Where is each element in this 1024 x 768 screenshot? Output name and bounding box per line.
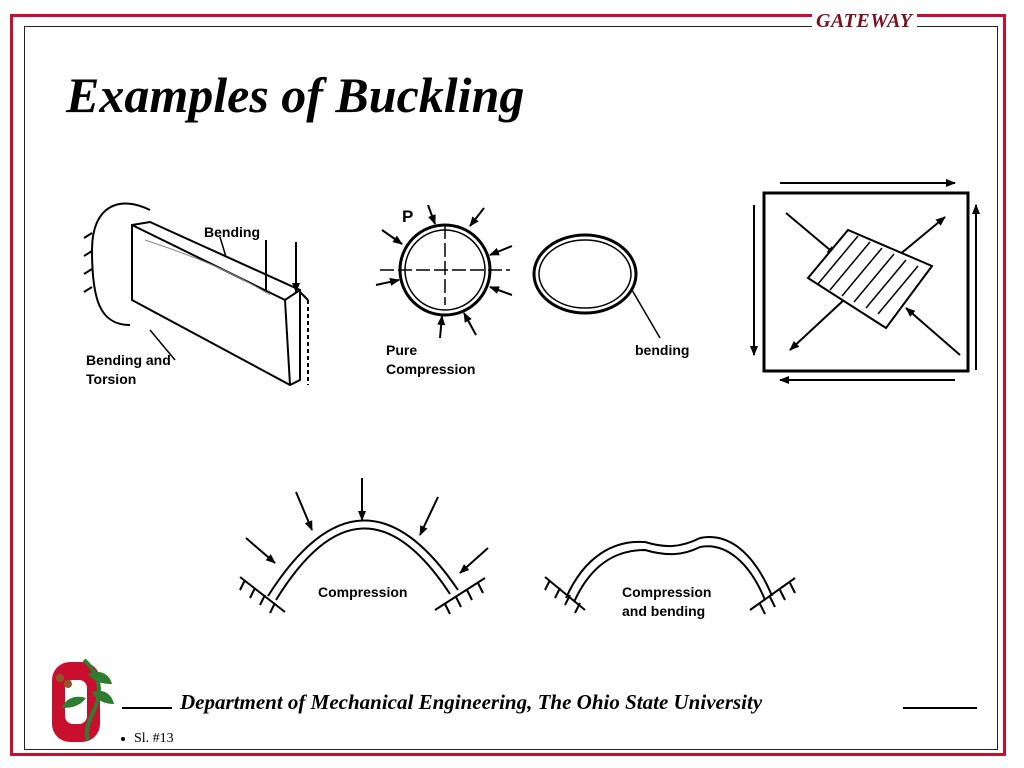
arch-bending-label-2: and bending [622,603,705,619]
slide-outer-frame [10,14,1006,756]
arch-bending-figure [544,536,796,615]
gateway-brand: GATEWAY [812,10,917,33]
footer-rule-left [122,707,172,709]
beam-label-bending: Bending [204,224,260,240]
slide-title: Examples of Buckling [66,67,525,123]
footer-department: Department of Mechanical Engineering, Th… [180,690,763,714]
ring-label-2: Compression [386,361,475,377]
ring-load-label: P [402,207,413,226]
shear-panel-figure [750,179,980,384]
university-logo [52,658,114,742]
ellipse-label: bending [635,342,689,358]
beam-label-bending-torsion-1: Bending and [86,352,171,368]
arch-compression-label: Compression [318,584,407,600]
ring-figure [375,204,513,339]
arch-bending-label-1: Compression [622,584,711,600]
slide-inner-frame [24,26,998,750]
beam-figure [83,202,309,387]
footer-rule-right [903,707,977,709]
ring-label-1: Pure [386,342,417,358]
beam-label-bending-torsion-2: Torsion [86,371,136,387]
footer-bullet [121,737,125,741]
slide-number: Sl. #13 [134,731,174,746]
ellipse-figure [532,233,661,339]
arch-compression-figure [239,478,489,615]
